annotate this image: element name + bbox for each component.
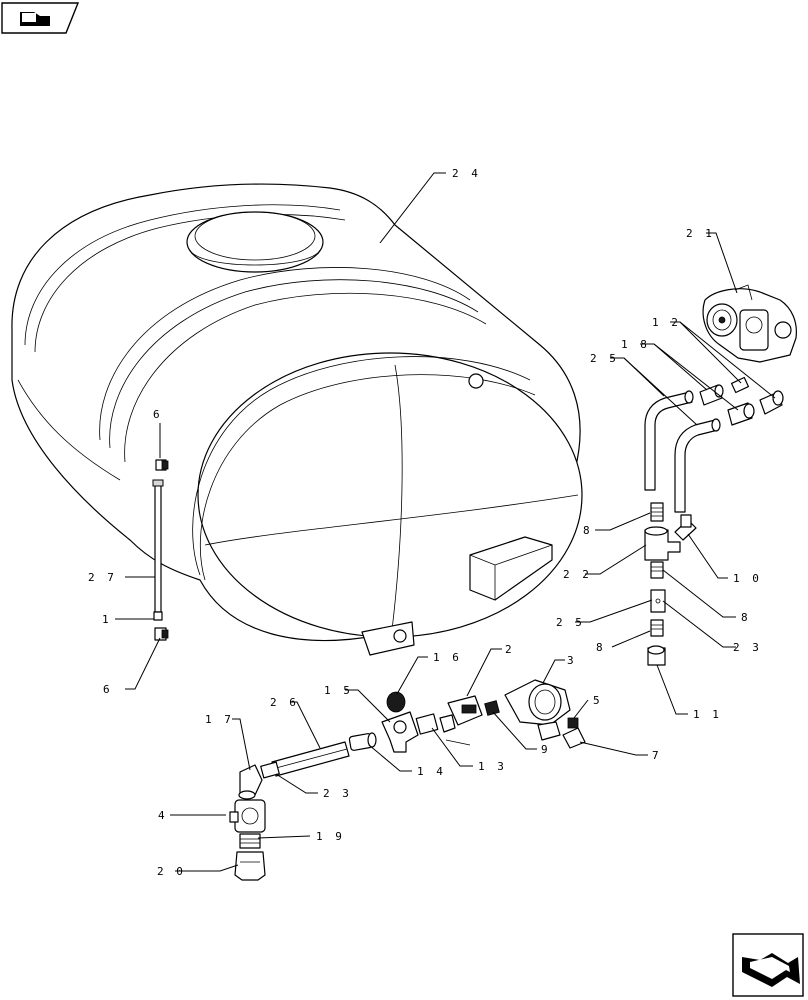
nipple-8-lower [650, 619, 664, 637]
callout-4: 4 [158, 809, 168, 822]
fitting-18b [727, 402, 755, 426]
callout-6-upper: 6 [153, 408, 163, 421]
fitting-12b [759, 390, 784, 415]
callout-26: 2 6 [270, 696, 299, 709]
plug-16 [386, 691, 406, 713]
callout-21: 2 1 [686, 227, 715, 240]
coupling-23 [650, 589, 666, 613]
hose-right [674, 418, 721, 513]
elbow-fitting-lower [154, 627, 169, 641]
hose-26 [271, 741, 350, 777]
nipple-8-upper [650, 502, 664, 522]
callout-20: 2 0 [157, 865, 186, 878]
callout-labels: 2 4 2 1 1 2 1 8 2 5 6 8 1 0 2 2 8 2 7 2 … [88, 167, 762, 878]
callout-16: 1 6 [433, 651, 462, 664]
hose-left [644, 390, 694, 491]
callout-7: 7 [652, 749, 662, 762]
callout-9: 9 [541, 743, 551, 756]
nipple-9 [484, 700, 500, 716]
callout-22: 2 2 [563, 568, 592, 581]
leader-lines [115, 172, 776, 872]
callout-11: 1 1 [693, 708, 722, 721]
callout-19: 1 9 [316, 830, 345, 843]
tee-22 [644, 526, 681, 561]
callout-6-lower: 6 [103, 683, 113, 696]
coupler-20 [234, 851, 266, 881]
callout-23-right: 2 3 [733, 641, 762, 654]
callout-23-lower: 2 3 [323, 787, 352, 800]
callout-18: 1 8 [621, 338, 650, 351]
tank [11, 183, 583, 656]
fitting-5 [567, 717, 579, 729]
callout-25-lower: 2 5 [556, 616, 585, 629]
callout-12: 1 2 [652, 316, 681, 329]
nipple-19 [239, 833, 261, 849]
next-page-arrow-icon[interactable] [732, 933, 804, 997]
callout-10: 1 0 [733, 572, 762, 585]
tee-15 [381, 711, 419, 753]
callout-8-middle: 8 [741, 611, 751, 624]
callout-5: 5 [593, 694, 603, 707]
elbow-fitting-upper [155, 459, 169, 471]
valve-2 [439, 695, 483, 746]
sight-gauge-tube [152, 479, 164, 613]
callout-14: 1 4 [417, 765, 446, 778]
nipple-8-middle [650, 561, 664, 579]
callout-17: 1 7 [205, 713, 234, 726]
callout-2: 2 [505, 643, 515, 656]
elbow-17 [238, 764, 263, 800]
callout-8-lower: 8 [596, 641, 606, 654]
callout-8-upper: 8 [583, 524, 593, 537]
valve-4 [229, 799, 266, 833]
callout-1: 1 [102, 613, 112, 626]
clamp-fitting [153, 611, 163, 621]
strainer-3 [504, 679, 571, 741]
callout-25-upper: 2 5 [590, 352, 619, 365]
callout-13: 1 3 [478, 760, 507, 773]
callout-15: 1 5 [324, 684, 353, 697]
elbow-10 [674, 514, 697, 541]
callout-27: 2 7 [88, 571, 117, 584]
manual-book-icon[interactable] [1, 2, 80, 34]
elbow-11 [647, 645, 666, 666]
coupling-23-lower [260, 761, 280, 779]
callout-24: 2 4 [452, 167, 481, 180]
fitting-18a [699, 384, 724, 406]
fitting-7 [562, 727, 586, 749]
pump [702, 284, 797, 363]
callout-3: 3 [567, 654, 577, 667]
nipple-14 [348, 732, 377, 751]
fitting-12a [730, 376, 750, 394]
